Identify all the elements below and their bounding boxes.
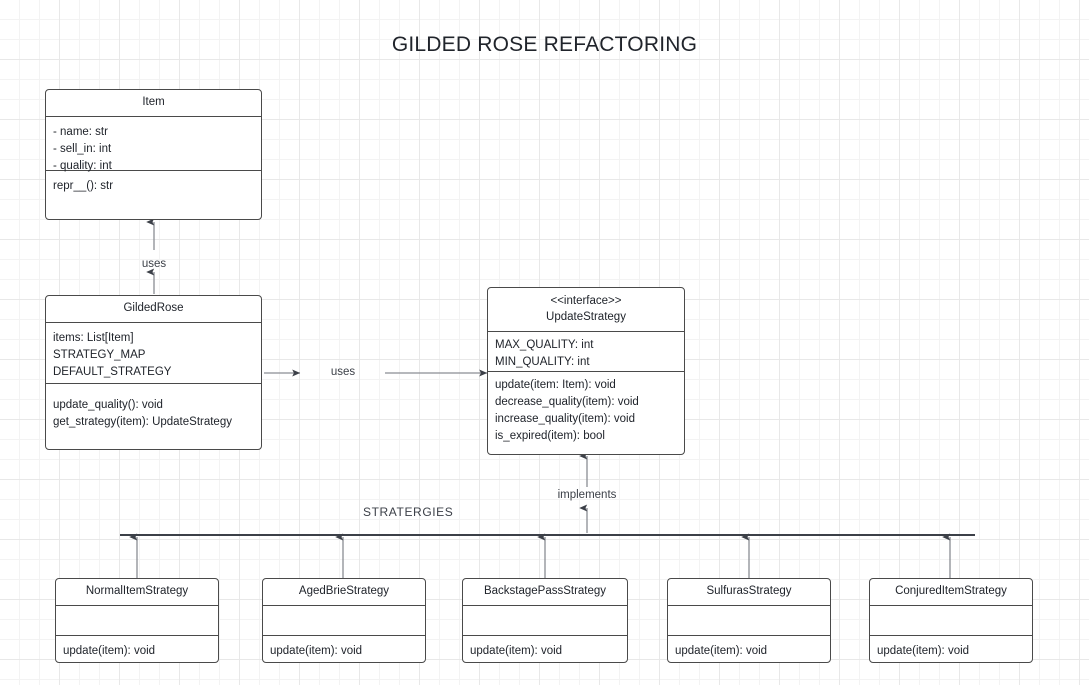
- method-row: update(item): void: [877, 645, 970, 657]
- class-backstagepassstrategy-attributes: [463, 606, 627, 636]
- class-sulfurasstrategy-name: SulfurasStrategy: [706, 585, 792, 597]
- class-gildedrose-header: GildedRose: [46, 296, 261, 323]
- class-conjureditemstrategy-methods: update(item): void: [870, 636, 1032, 662]
- page-title: GILDED ROSE REFACTORING: [391, 33, 698, 56]
- class-normalitemstrategy-header: NormalItemStrategy: [56, 579, 218, 606]
- method-row: repr__(): str: [53, 180, 114, 192]
- class-normalitemstrategy-attributes: [56, 606, 218, 636]
- edge-label-uses-item: uses: [141, 258, 167, 270]
- attribute-row: - sell_in: int: [53, 143, 112, 155]
- method-row: update(item): void: [63, 645, 156, 657]
- method-row: decrease_quality(item): void: [495, 396, 639, 408]
- class-item-header: Item: [46, 90, 261, 117]
- class-updatestrategy[interactable]: <<interface>> UpdateStrategy MAX_QUALITY…: [487, 287, 685, 455]
- method-row: increase_quality(item): void: [495, 413, 635, 425]
- class-conjureditemstrategy-name: ConjuredItemStrategy: [895, 585, 1007, 597]
- class-backstagepassstrategy-methods: update(item): void: [463, 636, 627, 662]
- method-row: update(item): void: [675, 645, 768, 657]
- class-item-methods: repr__(): str: [46, 171, 261, 203]
- attribute-row: - quality: int: [53, 160, 112, 172]
- edge-strategy-risers: [129, 533, 951, 578]
- class-sulfurasstrategy-attributes: [668, 606, 830, 636]
- class-agedbriestrategy-methods: update(item): void: [263, 636, 425, 662]
- attribute-row: - name: str: [53, 126, 108, 138]
- class-conjureditemstrategy[interactable]: ConjuredItemStrategy update(item): void: [869, 578, 1033, 663]
- method-row: is_expired(item): bool: [495, 430, 605, 442]
- class-agedbriestrategy-name: AgedBrieStrategy: [298, 585, 390, 597]
- edge-label-uses-updatestrategy: uses: [330, 366, 356, 378]
- class-gildedrose-name: GildedRose: [123, 302, 184, 314]
- edge-label-implements: implements: [557, 489, 617, 501]
- class-conjureditemstrategy-attributes: [870, 606, 1032, 636]
- method-row: get_strategy(item): UpdateStrategy: [53, 416, 232, 428]
- class-sulfurasstrategy-header: SulfurasStrategy: [668, 579, 830, 606]
- method-row: update(item): void: [470, 645, 563, 657]
- class-item-attributes: - name: str - sell_in: int - quality: in…: [46, 117, 261, 172]
- attribute-row: items: List[Item]: [53, 332, 134, 344]
- class-sulfurasstrategy-methods: update(item): void: [668, 636, 830, 662]
- class-updatestrategy-header: <<interface>> UpdateStrategy: [488, 288, 684, 332]
- attribute-row: DEFAULT_STRATEGY: [53, 366, 172, 378]
- class-agedbriestrategy-header: AgedBrieStrategy: [263, 579, 425, 606]
- method-row: update(item: Item): void: [495, 379, 616, 391]
- class-updatestrategy-name: UpdateStrategy: [546, 311, 626, 323]
- class-backstagepassstrategy[interactable]: BackstagePassStrategy update(item): void: [462, 578, 628, 663]
- class-sulfurasstrategy[interactable]: SulfurasStrategy update(item): void: [667, 578, 831, 663]
- method-row: update_quality(): void: [53, 399, 163, 411]
- class-normalitemstrategy[interactable]: NormalItemStrategy update(item): void: [55, 578, 219, 663]
- class-updatestrategy-methods: update(item: Item): void decrease_qualit…: [488, 372, 684, 453]
- class-backstagepassstrategy-header: BackstagePassStrategy: [463, 579, 627, 606]
- class-item-name: Item: [142, 96, 165, 108]
- class-gildedrose-methods: update_quality(): void get_strategy(item…: [46, 384, 261, 439]
- class-updatestrategy-attributes: MAX_QUALITY: int MIN_QUALITY: int: [488, 332, 684, 372]
- attribute-row: STRATEGY_MAP: [53, 349, 146, 361]
- method-row: update(item): void: [270, 645, 363, 657]
- edge-label-stratergies: STRATERGIES: [363, 505, 454, 519]
- class-normalitemstrategy-methods: update(item): void: [56, 636, 218, 662]
- class-agedbriestrategy-attributes: [263, 606, 425, 636]
- class-agedbriestrategy[interactable]: AgedBrieStrategy update(item): void: [262, 578, 426, 663]
- class-gildedrose-attributes: items: List[Item] STRATEGY_MAP DEFAULT_S…: [46, 323, 261, 384]
- class-backstagepassstrategy-name: BackstagePassStrategy: [483, 585, 607, 597]
- class-gildedrose[interactable]: GildedRose items: List[Item] STRATEGY_MA…: [45, 295, 262, 450]
- class-conjureditemstrategy-header: ConjuredItemStrategy: [870, 579, 1032, 606]
- interface-stereotype: <<interface>>: [550, 295, 622, 307]
- attribute-row: MIN_QUALITY: int: [495, 356, 590, 368]
- class-normalitemstrategy-name: NormalItemStrategy: [85, 585, 189, 597]
- class-item[interactable]: Item - name: str - sell_in: int - qualit…: [45, 89, 262, 220]
- attribute-row: MAX_QUALITY: int: [495, 339, 594, 351]
